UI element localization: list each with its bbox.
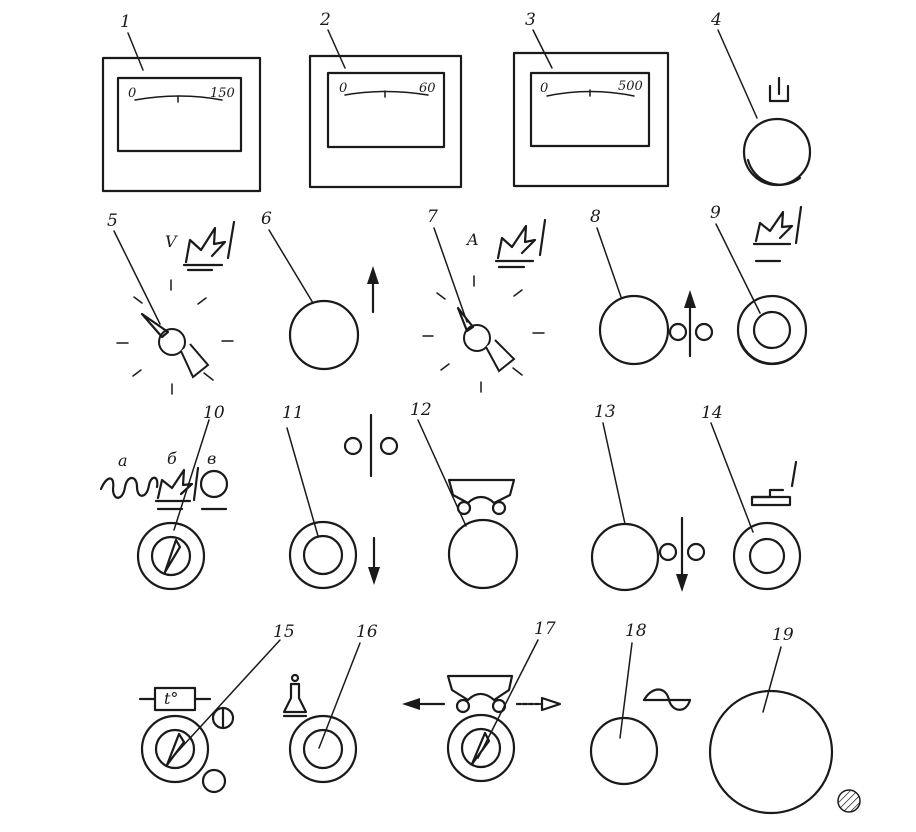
bell-lamp-icon bbox=[282, 673, 308, 718]
callout-line-5 bbox=[113, 230, 161, 325]
small-circle-icon bbox=[201, 768, 227, 794]
power-button[interactable]: 4 bbox=[710, 10, 812, 187]
callout-line-14 bbox=[710, 422, 754, 533]
callout-3: 3 bbox=[525, 10, 536, 30]
arrow-left-icon bbox=[402, 698, 446, 710]
callout-9: 9 bbox=[710, 203, 721, 223]
callout-line-6 bbox=[268, 229, 314, 304]
callout-line-7 bbox=[433, 227, 468, 323]
letter-a: A bbox=[465, 230, 479, 249]
clamp-down-button[interactable]: 11 bbox=[282, 403, 399, 590]
ground-ring-button[interactable]: 9 bbox=[710, 203, 808, 366]
hatched-indicator-icon bbox=[837, 789, 861, 813]
emergency-stop-button-19[interactable]: 19 bbox=[708, 625, 861, 815]
chassis-ground-icon bbox=[752, 205, 803, 263]
callout-18: 18 bbox=[625, 621, 647, 641]
callout-17: 17 bbox=[534, 619, 556, 639]
compass-needle-icon bbox=[470, 731, 491, 766]
block-ground-icon bbox=[750, 460, 798, 507]
temperature-label: t° bbox=[164, 689, 178, 708]
callout-line-18 bbox=[619, 642, 633, 739]
callout-line-10 bbox=[173, 419, 210, 531]
callout-line-3 bbox=[532, 29, 553, 69]
callout-6: 6 bbox=[261, 209, 272, 229]
callout-15: 15 bbox=[273, 622, 295, 642]
temperature-selector-15[interactable]: t° 15 bbox=[138, 622, 295, 794]
carriage-icon bbox=[446, 674, 514, 714]
meter-1-scale-max: 150 bbox=[210, 86, 235, 101]
callout-line-15 bbox=[169, 639, 281, 761]
meter-1-scale-min: 0 bbox=[128, 86, 136, 101]
meter-3-scale-max: 500 bbox=[618, 79, 643, 94]
carriage-button-12[interactable]: 12 bbox=[410, 400, 519, 590]
clamp-up-button[interactable]: 8 bbox=[590, 207, 714, 366]
callout-14: 14 bbox=[701, 403, 723, 423]
callout-13: 13 bbox=[594, 402, 616, 422]
callout-line-8 bbox=[596, 227, 622, 298]
coil-icon bbox=[99, 476, 159, 499]
half-circle-icon bbox=[211, 706, 235, 730]
arrow-right-icon bbox=[515, 696, 562, 712]
raise-button[interactable]: 6 bbox=[261, 209, 379, 371]
callout-10: 10 bbox=[203, 403, 225, 423]
sine-wave-icon bbox=[642, 688, 692, 711]
callout-line-19 bbox=[762, 646, 782, 713]
clamp-up-icon bbox=[668, 290, 714, 358]
dial-ticks bbox=[422, 275, 545, 393]
meter-2-scale-max: 60 bbox=[419, 81, 436, 96]
sub-label-v: в bbox=[207, 449, 216, 468]
callout-16: 16 bbox=[356, 622, 378, 642]
power-symbol-icon bbox=[768, 84, 790, 103]
compass-needle-icon bbox=[163, 538, 182, 574]
callout-4: 4 bbox=[710, 10, 722, 30]
letter-v: V bbox=[165, 232, 178, 251]
callout-line-12 bbox=[417, 419, 467, 527]
callout-line-16 bbox=[318, 642, 361, 749]
chassis-ground-icon bbox=[154, 466, 200, 511]
meter-2-scale-min: 0 bbox=[339, 81, 347, 96]
lamp-button-16[interactable]: 16 bbox=[282, 622, 378, 784]
dial-ticks bbox=[116, 279, 234, 395]
callout-5: 5 bbox=[107, 211, 118, 231]
callout-line-11 bbox=[286, 427, 319, 537]
callout-line-4 bbox=[717, 29, 758, 119]
arrow-up-icon bbox=[367, 266, 379, 314]
callout-line-17 bbox=[477, 639, 539, 759]
sub-label-b: б bbox=[167, 449, 177, 468]
callout-11: 11 bbox=[282, 403, 304, 423]
arrow-down-icon bbox=[368, 536, 380, 585]
callout-line-2 bbox=[327, 29, 346, 69]
ground-ring-button-14[interactable]: 14 bbox=[701, 403, 802, 591]
meter-1: 0 150 1 bbox=[101, 12, 262, 193]
callout-12: 12 bbox=[410, 400, 432, 420]
carriage-traverse-selector-17[interactable]: 17 bbox=[402, 619, 562, 783]
callout-8: 8 bbox=[590, 207, 601, 227]
callout-line-13 bbox=[602, 422, 626, 525]
clamp-down-icon bbox=[658, 516, 706, 592]
ammeter-switch[interactable]: A 7 bbox=[422, 207, 547, 393]
callout-2: 2 bbox=[319, 10, 331, 30]
callout-line-9 bbox=[715, 223, 761, 314]
callout-7: 7 bbox=[427, 207, 438, 227]
meter-2: 0 60 2 bbox=[308, 10, 463, 189]
callout-1: 1 bbox=[120, 12, 131, 32]
callout-line-1 bbox=[127, 32, 144, 71]
callout-19: 19 bbox=[772, 625, 794, 645]
clamp-icon bbox=[343, 413, 399, 478]
chassis-ground-icon bbox=[494, 218, 547, 269]
meter-3: 0 500 3 bbox=[512, 10, 670, 188]
mode-selector-10[interactable]: а б в 10 bbox=[99, 403, 229, 591]
voltmeter-switch[interactable]: V 5 bbox=[107, 211, 236, 395]
thermo-element-icon: t° bbox=[138, 686, 212, 712]
switch-knob[interactable] bbox=[463, 324, 491, 352]
clamp-release-button[interactable]: 13 bbox=[590, 402, 706, 592]
ac-button-18[interactable]: 18 bbox=[589, 621, 692, 786]
sub-label-a: а bbox=[118, 451, 128, 470]
circle-icon bbox=[199, 469, 229, 499]
chassis-ground-icon bbox=[182, 220, 236, 272]
meter-3-scale-min: 0 bbox=[540, 81, 548, 96]
